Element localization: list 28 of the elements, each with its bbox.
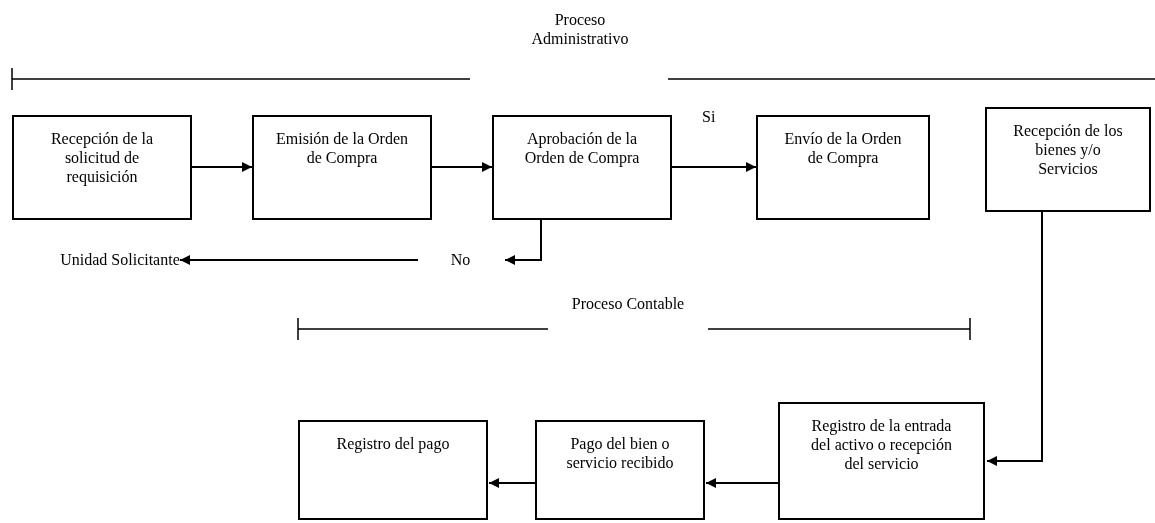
arrow: [705, 478, 779, 488]
process-box: [252, 115, 432, 220]
box-label: Registro del pago: [335, 434, 451, 453]
section-heading: Proceso Administrativo: [530, 10, 630, 48]
flow-text: Unidad Solicitante: [60, 250, 180, 269]
box-label: Envío de la Orden de Compra: [783, 129, 903, 167]
arrow: [191, 162, 253, 172]
arrow: [504, 219, 542, 265]
process-box: [535, 420, 705, 520]
process-box: [492, 115, 672, 220]
box-label: Registro de la entrada del activo o recepción del servicio: [810, 416, 953, 473]
arrow: [986, 211, 1043, 466]
flow-text: No: [449, 250, 472, 269]
arrow: [431, 162, 493, 172]
box-label: Pago del bien o servicio recibido: [565, 434, 675, 472]
process-box: [778, 402, 985, 520]
process-box: [298, 420, 488, 520]
box-label: Emisión de la Orden de Compra: [275, 129, 409, 167]
arrow: [671, 162, 757, 172]
arrow: [488, 478, 536, 488]
process-box: [985, 107, 1151, 212]
box-label: Recepción de los bienes y/o Servicios: [1012, 121, 1124, 178]
process-box: [12, 115, 192, 220]
box-label: Recepción de la solicitud de requisición: [49, 129, 155, 186]
arrow: [179, 255, 419, 265]
process-box: [756, 115, 930, 220]
box-label: Aprobación de la Orden de Compra: [523, 129, 641, 167]
section-heading: Proceso Contable: [570, 294, 686, 313]
